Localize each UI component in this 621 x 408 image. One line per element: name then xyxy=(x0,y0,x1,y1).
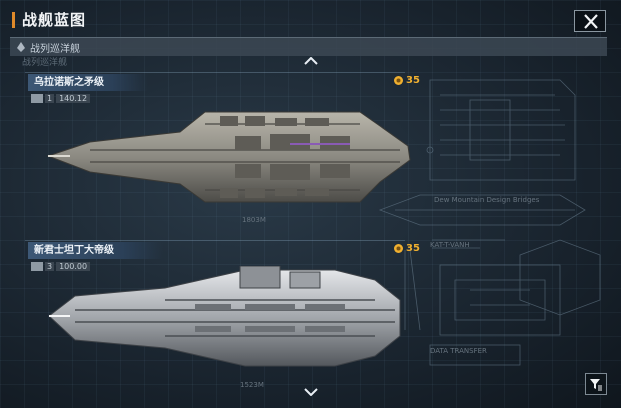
header-bar: 战舰蓝图 xyxy=(0,0,621,38)
blueprint-label: Dew Mountain Design Bridges xyxy=(434,196,540,204)
ship-stats: 1 140.12 xyxy=(31,93,91,104)
chevron-down-icon[interactable] xyxy=(304,388,318,396)
title-accent xyxy=(12,12,15,28)
category-bar[interactable]: 战列巡洋舰 xyxy=(10,37,607,56)
ship-blueprint-1[interactable] xyxy=(30,104,420,209)
chevron-up-icon[interactable] xyxy=(304,57,318,65)
ship-length: 1523M xyxy=(240,381,264,389)
ship-class-icon xyxy=(17,42,25,52)
ship-cost: 35 xyxy=(393,75,420,86)
coin-icon xyxy=(394,244,403,253)
close-button[interactable] xyxy=(574,10,606,32)
ship-length: 1803M xyxy=(242,216,266,224)
coin-icon xyxy=(394,76,403,85)
close-icon xyxy=(584,14,598,29)
page-title: 战舰蓝图 xyxy=(22,11,87,29)
ship-divider xyxy=(25,240,405,241)
category-label: 战列巡洋舰 xyxy=(30,44,80,55)
ship-level: 1 xyxy=(45,94,55,103)
ship-name: 新君士坦丁大帝级 xyxy=(28,242,163,259)
blueprint-label: DATA TRANSFER xyxy=(430,347,487,355)
ship-blueprint-2[interactable] xyxy=(45,266,415,371)
ship-stats: 3 100.00 xyxy=(31,261,91,272)
category-ghost-label: 战列巡洋舰 xyxy=(22,58,68,68)
ship-name: 乌拉诺斯之矛级 xyxy=(28,74,148,91)
filter-button[interactable] xyxy=(585,373,607,395)
filter-icon xyxy=(590,379,602,391)
power-icon xyxy=(31,262,43,271)
ship-divider xyxy=(25,72,405,73)
ship-value: 100.00 xyxy=(56,262,91,271)
ship-level: 3 xyxy=(45,262,55,271)
ship-cost: 35 xyxy=(393,243,420,254)
ship-value: 140.12 xyxy=(56,94,91,103)
blueprint-label: KAT-T-VANH xyxy=(430,241,470,249)
power-icon xyxy=(31,94,43,103)
